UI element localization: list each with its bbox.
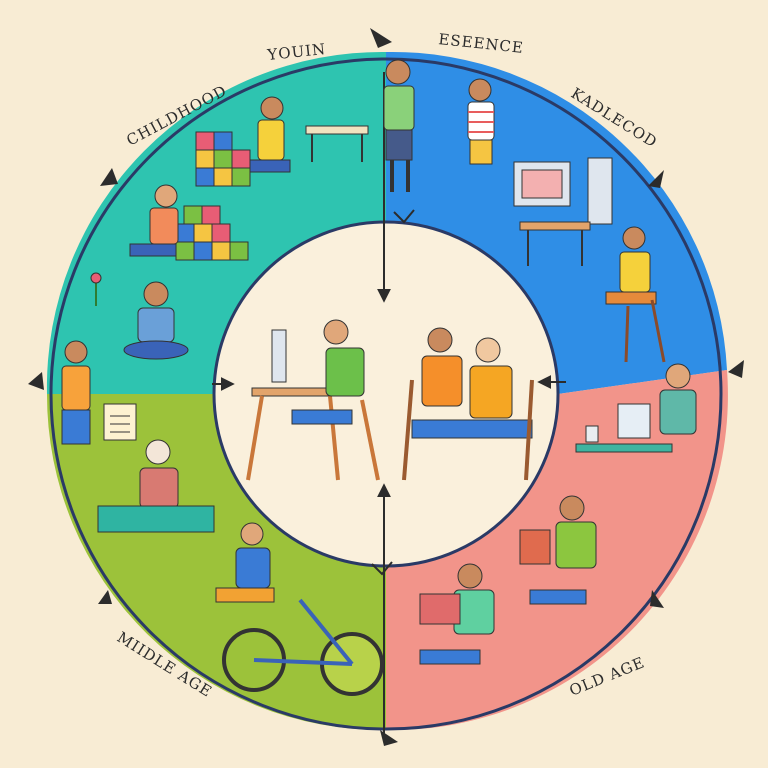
elderly-man-reading [575, 363, 697, 453]
pointer-upper-right [648, 170, 664, 188]
label-essence: ESEENCE [438, 30, 525, 57]
child-sitting [123, 281, 189, 360]
man-at-computer [291, 319, 380, 481]
woman-at-table [97, 439, 215, 533]
pointer-bottom [380, 730, 398, 746]
boy-reading-chair [519, 495, 597, 605]
illustration-middle-age [61, 340, 384, 696]
check-mark-top [393, 209, 415, 224]
pointer-upper-left [100, 168, 118, 186]
child-kneeling [129, 184, 179, 257]
pointer-top [370, 28, 392, 48]
illustration-center [246, 319, 534, 481]
ring-segment-middle-age [46, 394, 386, 731]
ring-outline [49, 57, 723, 731]
illustration-essence [305, 59, 666, 363]
center-circle [212, 220, 560, 568]
clipboard [103, 403, 137, 441]
man-reading-book [419, 563, 495, 665]
two-men-talking [402, 327, 534, 481]
illustration-childhood [90, 96, 291, 360]
check-mark-bottom [371, 561, 393, 576]
toy-blocks-tower [195, 131, 251, 187]
small-desk [305, 125, 369, 162]
girl-standing [61, 340, 91, 445]
girl-striped-shirt [467, 78, 495, 165]
computer-monitor [513, 157, 613, 266]
pointer-lower-left [98, 590, 112, 604]
teen-standing [383, 59, 415, 192]
child-stacking-blocks [249, 96, 291, 173]
flower [90, 272, 102, 306]
illustration-old-age [419, 363, 697, 665]
pointer-lower-right [650, 590, 664, 608]
pointer-right [728, 360, 744, 378]
man-on-bicycle [215, 522, 384, 696]
man-in-chair [605, 226, 666, 363]
pointer-left [28, 372, 44, 390]
